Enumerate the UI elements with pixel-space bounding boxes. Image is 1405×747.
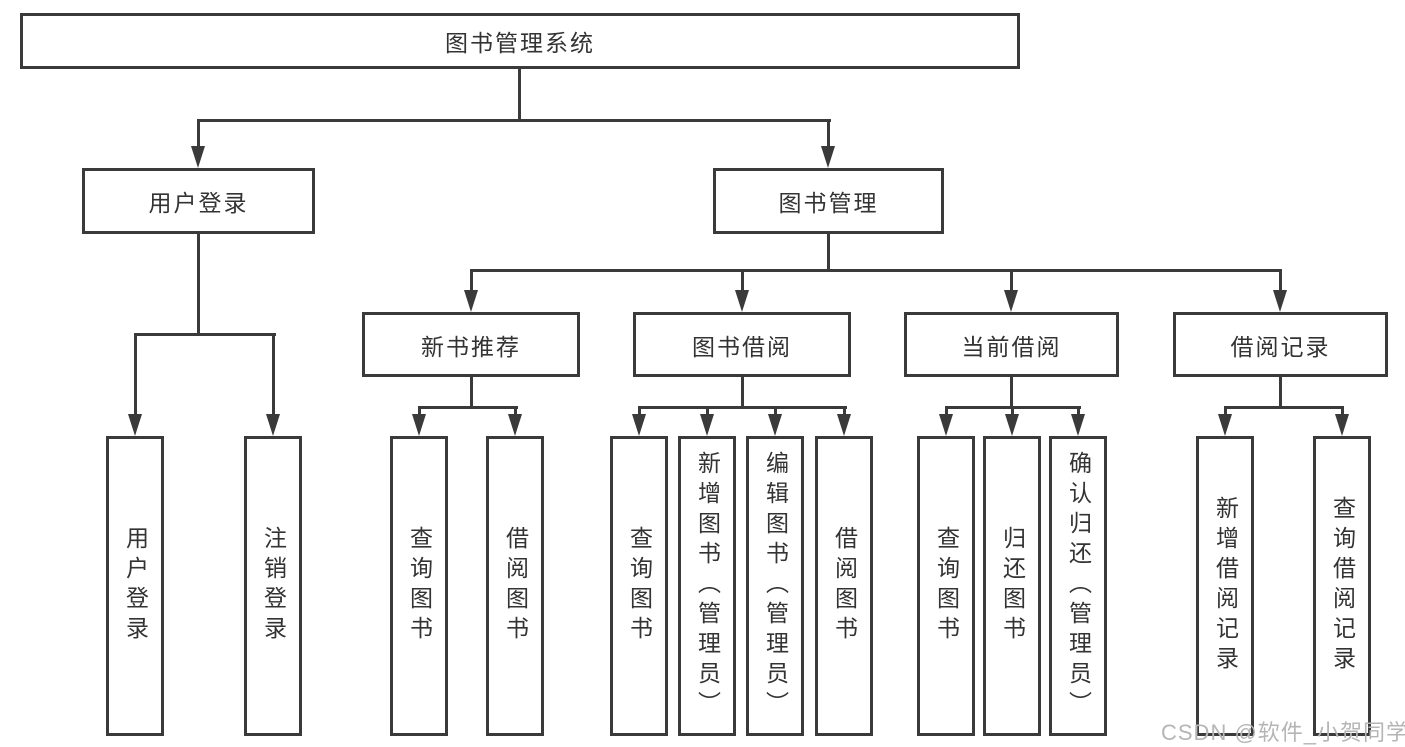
leaf-borrow-book-label: 借阅图书 [831, 526, 858, 646]
node-current-borrow: 当前借阅 [904, 312, 1119, 377]
arrowhead-borrow-leaf1 [632, 414, 646, 436]
node-book-management-label: 图书管理 [778, 190, 879, 216]
node-current-borrow-label: 当前借阅 [961, 333, 1062, 360]
connector-drop-login [197, 119, 200, 148]
connector-drop-borrow-leaf4 [843, 406, 846, 416]
arrowhead-current-leaf2 [1005, 414, 1019, 436]
node-borrow-records: 借阅记录 [1173, 312, 1388, 377]
connector-recommend-branch [418, 406, 518, 409]
leaf-edit-book-admin-label: 编辑图书（管理员） [762, 451, 789, 721]
arrowhead-recommend-leaf1 [412, 414, 426, 436]
leaf-add-borrow-record: 新增借阅记录 [1196, 436, 1254, 736]
connector-books-branch [470, 269, 1282, 272]
connector-drop-borrow [741, 269, 744, 292]
arrowhead-current [1004, 290, 1018, 312]
connector-drop-login-leaf1 [134, 333, 137, 416]
leaf-confirm-return-admin-label: 确认归还（管理员） [1065, 451, 1092, 721]
arrowhead-borrow-leaf3 [768, 414, 782, 436]
leaf-recommend-query-book-label: 查询图书 [406, 526, 433, 646]
connector-borrow-branch [638, 406, 847, 409]
leaf-recommend-borrow-book: 借阅图书 [486, 436, 544, 736]
node-root-label: 图书管理系统 [445, 30, 595, 56]
leaf-query-borrow-record-label: 查询借阅记录 [1329, 496, 1356, 676]
leaf-edit-book-admin: 编辑图书（管理员） [746, 436, 804, 736]
arrowhead-recommend [464, 290, 478, 312]
arrowhead-borrow-leaf4 [837, 414, 851, 436]
arrowhead-borrow [735, 290, 749, 312]
node-root: 图书管理系统 [20, 13, 1020, 69]
node-book-management: 图书管理 [713, 168, 944, 234]
connector-drop-recommend-leaf1 [418, 406, 421, 416]
leaf-logout-label: 注销登录 [260, 526, 287, 646]
connector-drop-login-leaf2 [272, 333, 275, 416]
node-user-login-label: 用户登录 [148, 190, 249, 216]
node-book-borrow-label: 图书借阅 [692, 333, 792, 360]
leaf-current-query-book: 查询图书 [917, 436, 975, 736]
connector-drop-borrow-leaf3 [774, 406, 777, 416]
connector-records-branch [1224, 406, 1344, 409]
arrowhead-login-leaf1 [128, 414, 142, 436]
connector-drop-books [827, 119, 830, 148]
arrowhead-login [191, 146, 205, 168]
connector-drop-records [1279, 269, 1282, 292]
leaf-current-query-book-label: 查询图书 [933, 526, 960, 646]
connector-books-stem [827, 234, 830, 272]
node-borrow-records-label: 借阅记录 [1230, 333, 1331, 360]
connector-recommend-stem [470, 377, 473, 409]
connector-drop-borrow-leaf2 [706, 406, 709, 416]
node-new-book-recommend-label: 新书推荐 [421, 333, 521, 360]
arrowhead-recommend-leaf2 [508, 414, 522, 436]
connector-drop-recommend-leaf2 [514, 406, 517, 416]
arrowhead-books [821, 146, 835, 168]
connector-drop-current-leaf2 [1011, 406, 1014, 416]
leaf-add-borrow-record-label: 新增借阅记录 [1212, 496, 1239, 676]
leaf-borrow-query-book: 查询图书 [610, 436, 668, 736]
connector-drop-records-leaf2 [1341, 406, 1344, 416]
leaf-query-borrow-record: 查询借阅记录 [1313, 436, 1371, 736]
arrowhead-borrow-leaf2 [700, 414, 714, 436]
node-user-login: 用户登录 [82, 168, 315, 234]
arrowhead-login-leaf2 [266, 414, 280, 436]
leaf-borrow-query-book-label: 查询图书 [626, 526, 653, 646]
leaf-add-book-admin: 新增图书（管理员） [678, 436, 736, 736]
connector-login-branch [134, 333, 276, 336]
connector-root-stem [518, 69, 521, 121]
leaf-logout: 注销登录 [244, 436, 302, 736]
connector-drop-borrow-leaf1 [638, 406, 641, 416]
connector-current-stem [1010, 377, 1013, 409]
node-new-book-recommend: 新书推荐 [362, 312, 580, 377]
leaf-user-login: 用户登录 [106, 436, 164, 736]
leaf-return-book: 归还图书 [983, 436, 1041, 736]
connector-root-branch [197, 119, 831, 122]
leaf-confirm-return-admin: 确认归还（管理员） [1049, 436, 1107, 736]
connector-drop-records-leaf1 [1224, 406, 1227, 416]
arrowhead-current-leaf1 [939, 414, 953, 436]
leaf-user-login-label: 用户登录 [122, 526, 149, 646]
connector-drop-current-leaf3 [1077, 406, 1080, 416]
leaf-add-book-admin-label: 新增图书（管理员） [694, 451, 721, 721]
arrowhead-records-leaf1 [1218, 414, 1232, 436]
connector-records-stem [1279, 377, 1282, 409]
arrowhead-records [1273, 290, 1287, 312]
leaf-recommend-borrow-book-label: 借阅图书 [502, 526, 529, 646]
connector-borrow-stem [741, 377, 744, 409]
csdn-watermark: CSDN @软件_小贺同学 [1161, 720, 1405, 745]
arrowhead-records-leaf2 [1335, 414, 1349, 436]
leaf-return-book-label: 归还图书 [999, 526, 1026, 646]
connector-drop-current-leaf1 [945, 406, 948, 416]
arrowhead-current-leaf3 [1071, 414, 1085, 436]
leaf-borrow-book: 借阅图书 [815, 436, 873, 736]
connector-drop-current [1010, 269, 1013, 292]
leaf-recommend-query-book: 查询图书 [390, 436, 448, 736]
connector-drop-recommend [470, 269, 473, 292]
connector-login-stem [197, 234, 200, 336]
node-book-borrow: 图书借阅 [633, 312, 851, 377]
